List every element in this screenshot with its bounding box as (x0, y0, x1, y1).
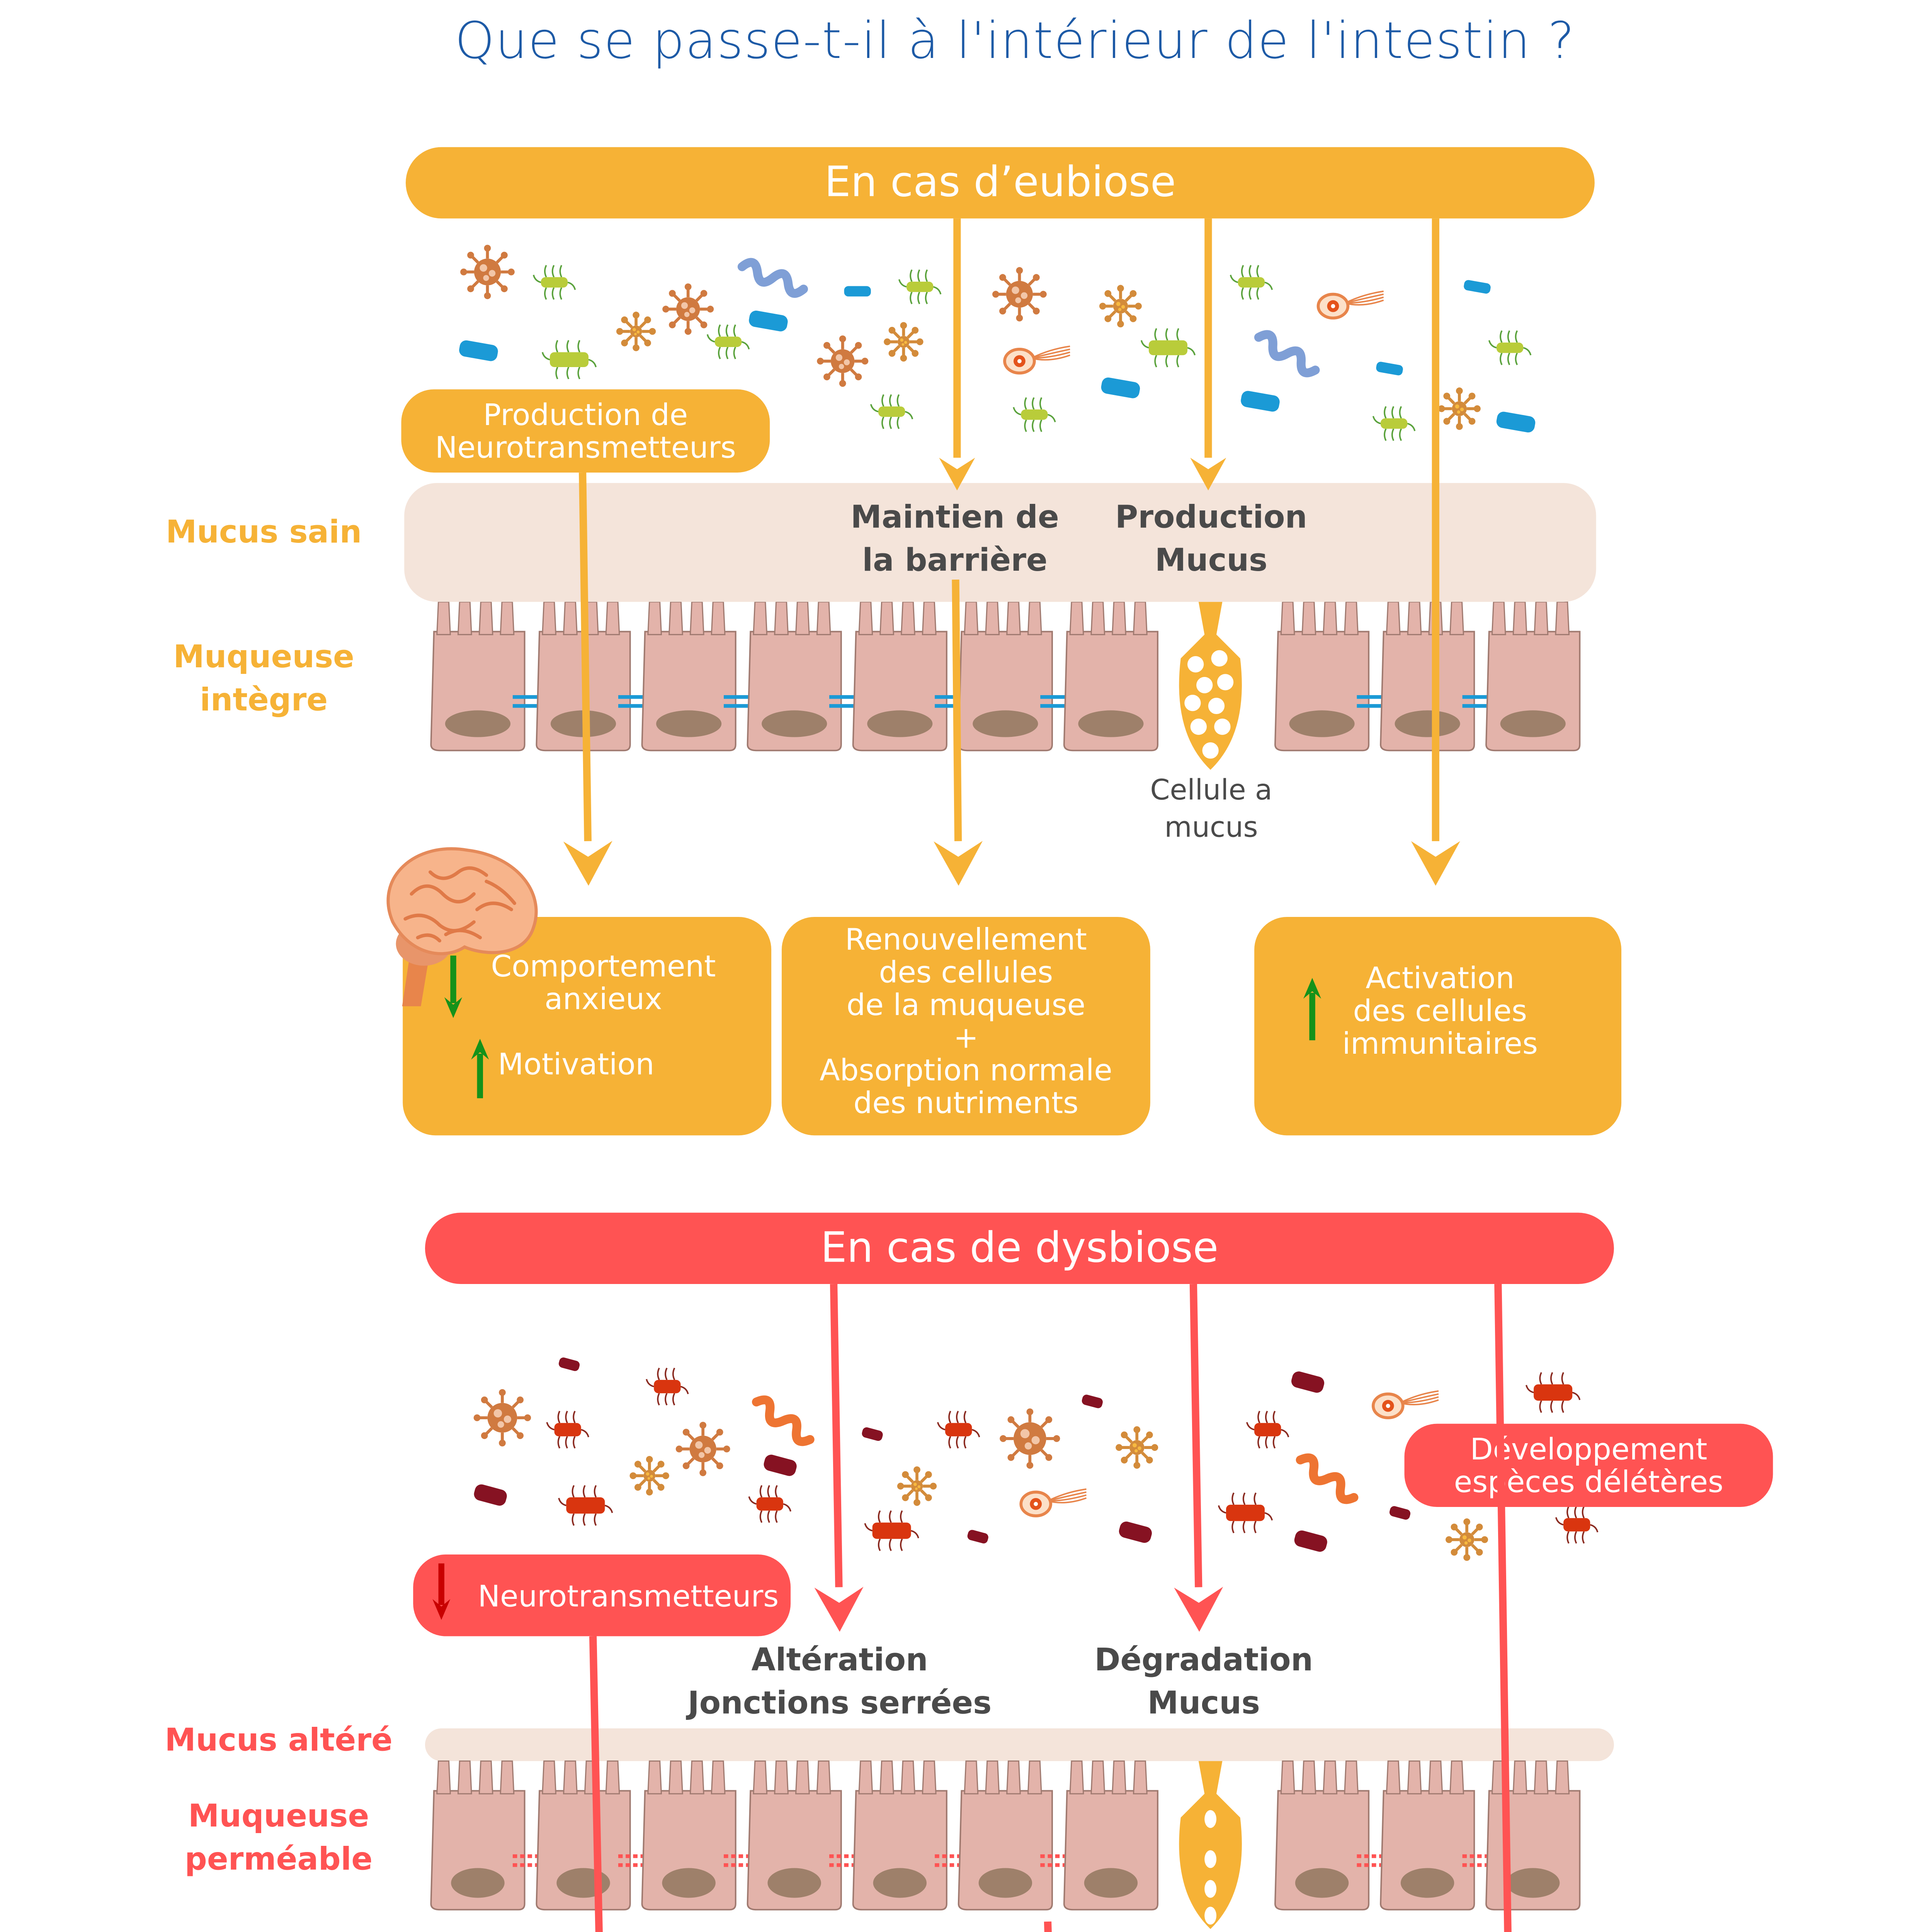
increase-arrow-icon (471, 1039, 489, 1098)
mucus-production-arrow (1190, 218, 1226, 490)
increase-arrow-icon (1303, 978, 1321, 1041)
immune-arrow (1485, 1284, 1534, 1932)
barrier-arrow (939, 218, 975, 490)
brain-icon (388, 849, 536, 1007)
neurotransmitter-arrow (577, 1636, 626, 1932)
decrease-arrow-icon (444, 956, 462, 1018)
mucus-degradation-arrow (1174, 1284, 1223, 1632)
decrease-arrow-icon (432, 1563, 450, 1620)
mucosa-renewal-arrow (934, 580, 983, 886)
immune-arrow (1411, 218, 1460, 886)
mucosa-renewal-arrow (1026, 1922, 1075, 1932)
junction-arrow (815, 1284, 864, 1632)
neurotransmitter-arrow (563, 473, 612, 886)
